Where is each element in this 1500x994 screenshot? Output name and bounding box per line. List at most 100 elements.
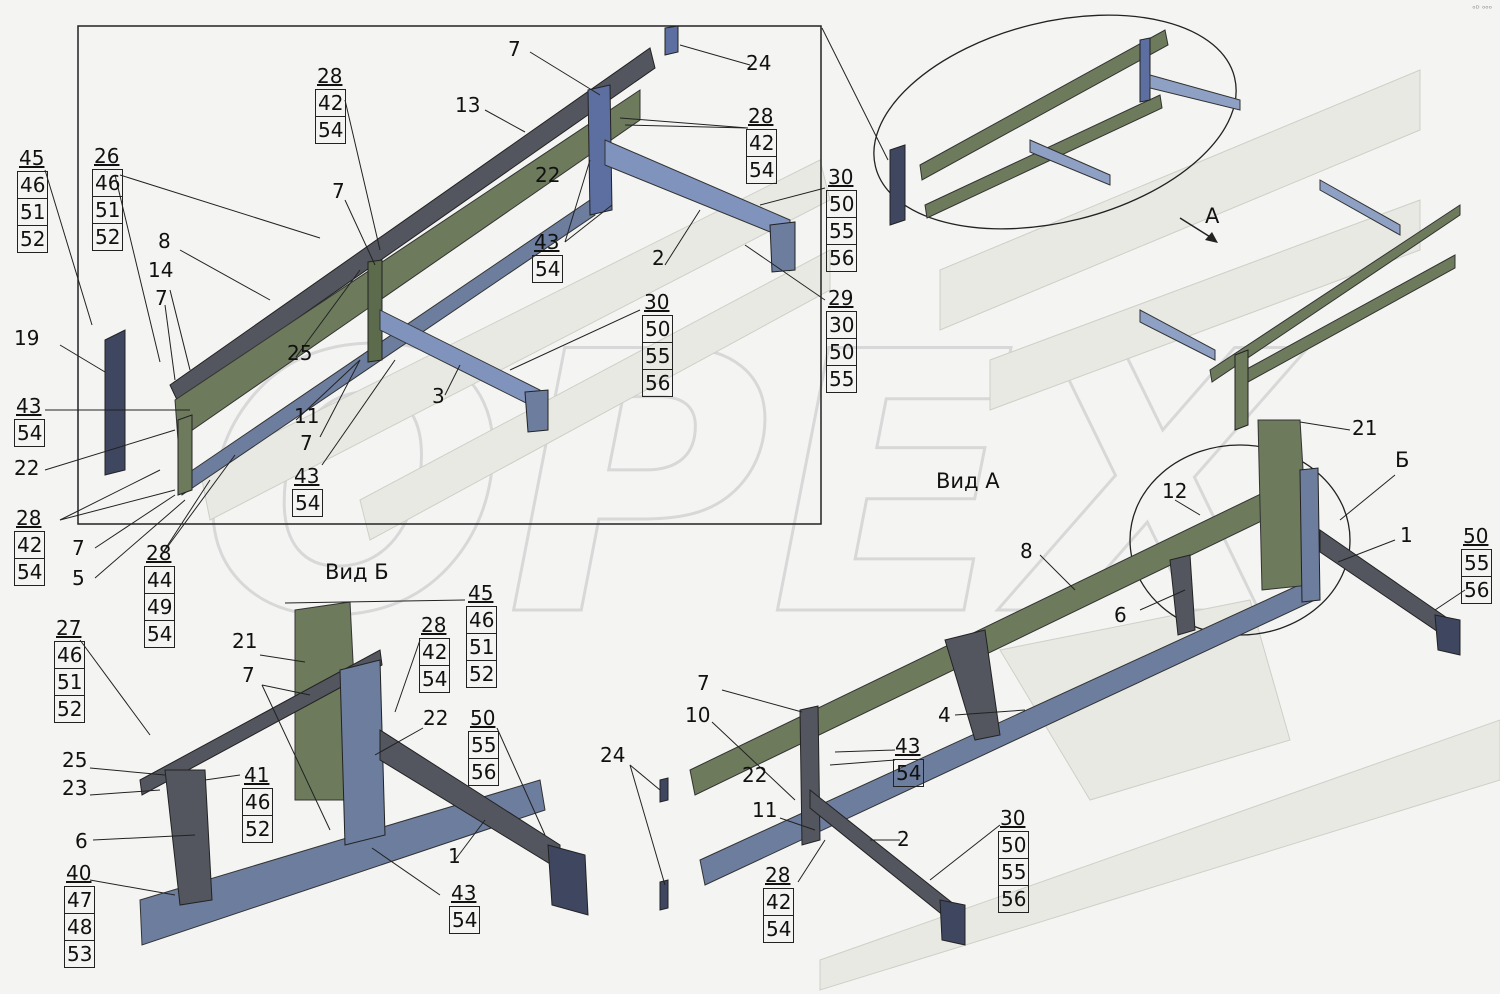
- part-label: 54: [14, 419, 46, 447]
- part-label: 52: [92, 224, 124, 251]
- part-label: 22: [535, 163, 561, 187]
- part-label: 54: [449, 906, 481, 934]
- part-stack: 28 42 54: [419, 612, 451, 693]
- part-label: 6: [75, 829, 88, 853]
- part-label: 4: [938, 703, 951, 727]
- part-label: 30: [828, 165, 854, 189]
- part-label: 42: [746, 129, 778, 157]
- part-label: 43: [451, 881, 477, 905]
- part-stack: 28 42 54: [746, 103, 778, 184]
- part-label: 50: [1463, 524, 1489, 548]
- part-label: 51: [54, 669, 86, 696]
- part-label: 55: [826, 218, 858, 245]
- part-label: 55: [826, 366, 858, 393]
- part-stack: 45 46 51 52: [466, 580, 498, 688]
- part-label: 28: [748, 104, 774, 128]
- part-label: 42: [315, 89, 347, 117]
- arrow-a-label: А: [1205, 204, 1220, 228]
- part-label: 56: [642, 370, 674, 397]
- part-stack: 30 50 55 56: [998, 805, 1030, 913]
- part-label: 43: [534, 230, 560, 254]
- part-label: 56: [1461, 577, 1493, 604]
- part-label: 40: [66, 861, 92, 885]
- part-label: 51: [17, 199, 49, 226]
- part-stack: 41 46 52: [242, 762, 274, 843]
- part-label: 21: [1352, 416, 1378, 440]
- part-label: 56: [826, 245, 858, 272]
- part-label: 54: [315, 117, 347, 144]
- part-label: 42: [763, 888, 795, 916]
- part-label: 43: [294, 464, 320, 488]
- part-label: 13: [455, 93, 481, 117]
- part-label: 30: [1000, 806, 1026, 830]
- part-stack: 43 54: [893, 733, 925, 787]
- part-label: 50: [826, 339, 858, 366]
- part-stack: 45 46 51 52: [17, 145, 49, 253]
- part-label: 25: [62, 748, 88, 772]
- part-label: 50: [998, 831, 1030, 859]
- part-label: 28: [421, 613, 447, 637]
- part-label: 46: [466, 606, 498, 634]
- part-label: 45: [19, 146, 45, 170]
- part-label: 44: [144, 566, 176, 594]
- part-label: 8: [158, 229, 171, 253]
- view-a-label: Вид А: [936, 469, 1000, 493]
- part-label: 25: [287, 341, 313, 365]
- part-label: 1: [448, 844, 461, 868]
- part-label: 55: [998, 859, 1030, 886]
- part-label: 2: [897, 827, 910, 851]
- leader-lines: [44, 27, 1466, 896]
- part-label: 23: [62, 776, 88, 800]
- bottom-right-assembly: [659, 419, 1461, 946]
- part-label: 14: [148, 258, 174, 282]
- part-label: 21: [232, 629, 258, 653]
- part-label: 8: [1020, 539, 1033, 563]
- part-stack: 40 47 48 53: [64, 860, 96, 968]
- part-label: 54: [14, 559, 46, 586]
- part-label: 6: [1114, 603, 1127, 627]
- part-label: 46: [54, 641, 86, 669]
- part-label: 50: [826, 190, 858, 218]
- part-label: 49: [144, 594, 176, 621]
- part-label: 52: [17, 226, 49, 253]
- part-label: 54: [419, 666, 451, 693]
- part-label: 29: [828, 286, 854, 310]
- part-stack: 28 42 54: [315, 63, 347, 144]
- part-label: 7: [508, 37, 521, 61]
- part-label: 54: [292, 489, 324, 517]
- part-label: 56: [998, 886, 1030, 913]
- bottom-left-assembly: [139, 601, 589, 946]
- part-label: 54: [144, 621, 176, 648]
- part-label: 19: [14, 326, 40, 350]
- part-label: 54: [746, 157, 778, 184]
- part-label: 54: [893, 759, 925, 787]
- part-stack: 43 54: [532, 229, 564, 283]
- part-label: 22: [14, 456, 40, 480]
- part-label: 5: [72, 566, 85, 590]
- part-label: 27: [56, 616, 82, 640]
- view-a-arrow: [1179, 217, 1218, 243]
- part-label: 11: [752, 798, 778, 822]
- part-label: 7: [697, 671, 710, 695]
- part-label: 41: [244, 763, 270, 787]
- part-label: 46: [92, 169, 124, 197]
- part-label: 51: [466, 634, 498, 661]
- view-b-label: Вид Б: [325, 560, 389, 584]
- part-stack: 50 55 56: [1461, 523, 1493, 604]
- top-right-assembly: [889, 29, 1461, 431]
- part-label: 30: [644, 290, 670, 314]
- part-label: 7: [242, 663, 255, 687]
- part-label: 12: [1162, 479, 1188, 503]
- part-label: 7: [155, 286, 168, 310]
- callout-b-label: Б: [1395, 448, 1410, 472]
- part-stack: 29 30 50 55: [826, 285, 858, 393]
- part-label: 7: [72, 536, 85, 560]
- part-stack: 43 54: [14, 393, 46, 447]
- detail-ellipse-a: [873, 14, 1237, 230]
- part-label: 47: [64, 886, 96, 914]
- part-label: 46: [242, 788, 274, 816]
- part-label: 43: [16, 394, 42, 418]
- part-label: 42: [14, 531, 46, 559]
